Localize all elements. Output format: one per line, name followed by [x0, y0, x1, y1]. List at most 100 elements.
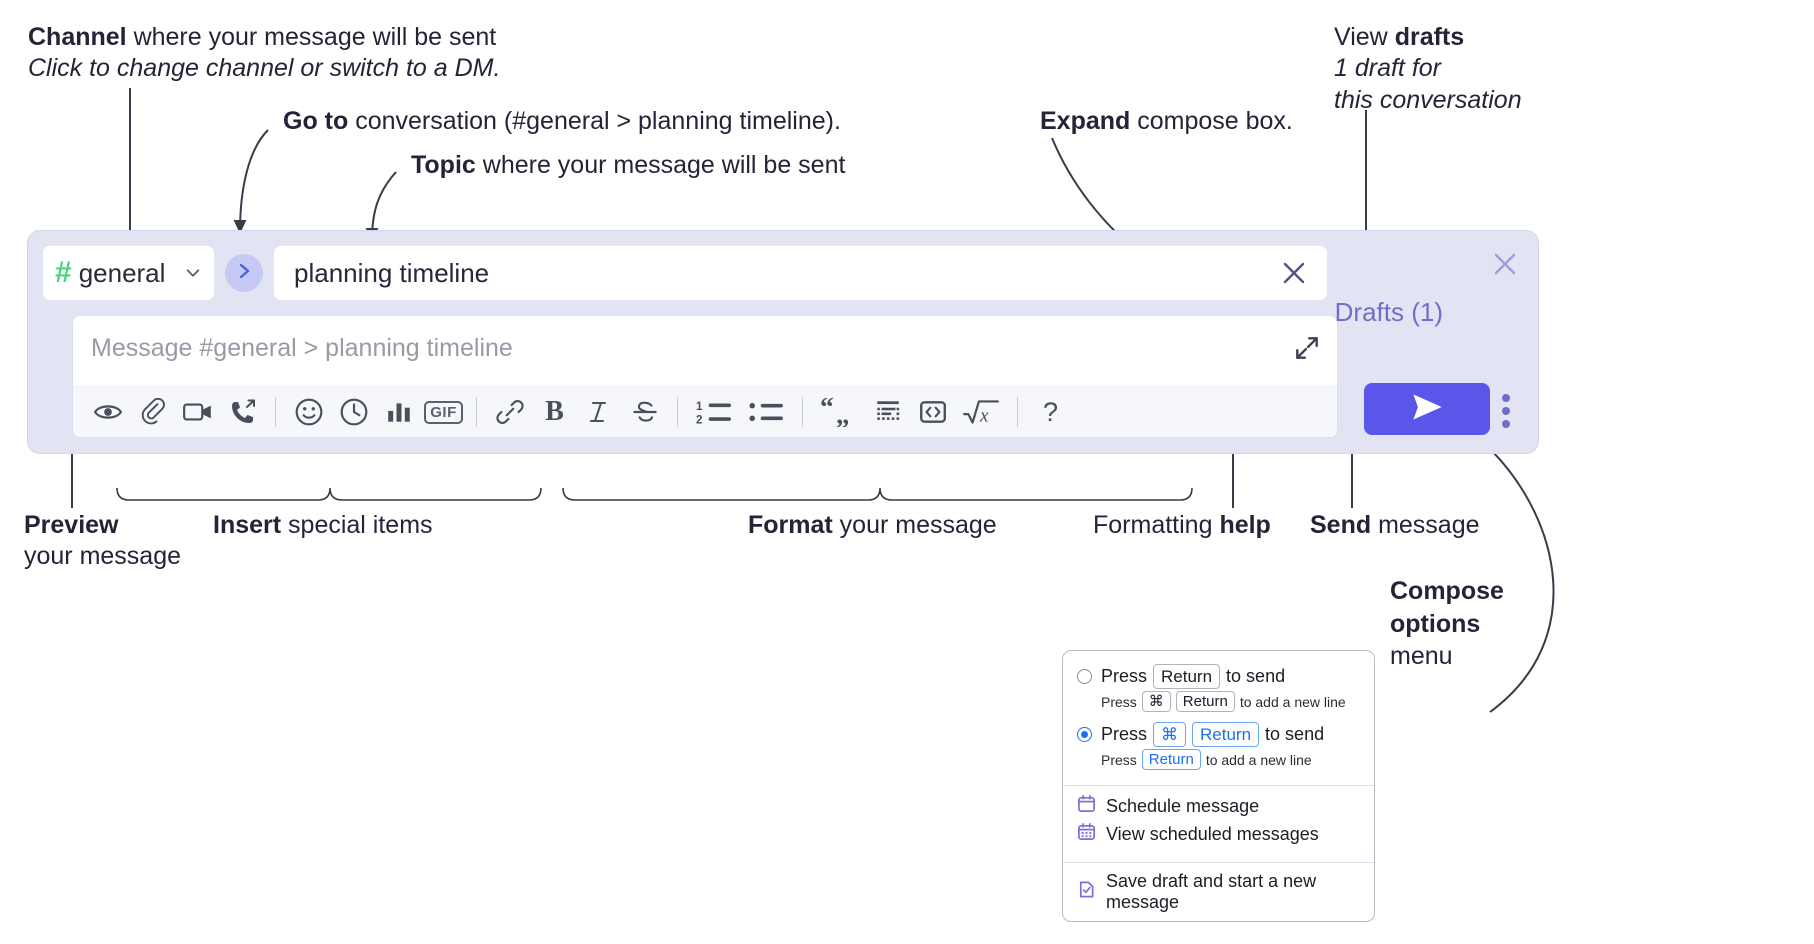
toolbar-divider [802, 397, 803, 427]
newline-label: to add a new line [1205, 751, 1312, 768]
send-option-return[interactable]: Press Return to send [1063, 661, 1374, 689]
svg-text:1: 1 [696, 400, 703, 413]
help-icon[interactable]: ? [1028, 390, 1073, 435]
annotation-send: Send message [1310, 510, 1570, 541]
annotation-drafts-sub1: 1 draft for [1334, 54, 1441, 83]
annotation-format-lead: Format [748, 511, 833, 539]
svg-text:x: x [979, 406, 989, 427]
bulleted-list-icon[interactable] [740, 390, 792, 435]
help-label: ? [1042, 396, 1059, 427]
send-icon [1407, 390, 1447, 429]
press-label: Press [1101, 751, 1137, 768]
compose-options-button[interactable] [1495, 394, 1517, 428]
compose-panel: # general planning timeline Messag [28, 231, 1538, 453]
message-input-area[interactable]: Message #general > planning timeline [73, 316, 1337, 387]
clock-icon[interactable] [331, 390, 376, 435]
panel-close-icon[interactable] [1490, 249, 1520, 279]
compose-header-row: # general planning timeline [42, 245, 1328, 301]
svg-text:“: “ [820, 397, 834, 422]
key-return: Return [1175, 691, 1235, 712]
poll-icon[interactable] [376, 390, 421, 435]
save-draft-icon [1077, 880, 1096, 904]
annotation-insert-lead: Insert [213, 511, 282, 539]
gif-icon[interactable]: GIF [421, 390, 466, 435]
annotation-topic: Topic where your message will be sent [411, 150, 1031, 181]
toolbar-divider [1017, 397, 1018, 427]
bold-icon[interactable]: B [545, 396, 564, 427]
menu-item-schedule-message[interactable]: Schedule message [1063, 786, 1374, 820]
expand-icon[interactable] [1293, 334, 1321, 362]
channel-name-label: general [78, 257, 166, 288]
key-command: ⌘ [1153, 722, 1187, 747]
send-option-return-sub: Press ⌘ Return to add a new line [1063, 689, 1374, 719]
send-option-cmd-return[interactable]: Press ⌘ Return to send [1063, 719, 1374, 747]
kebab-dot [1502, 394, 1510, 402]
annotation-goto-lead: Go to [283, 107, 349, 135]
annotation-compose-options-l1: Compose [1390, 577, 1504, 605]
annotation-format-rest: your message [832, 511, 997, 539]
code-icon[interactable] [910, 390, 955, 435]
link-icon[interactable] [487, 390, 532, 435]
annotation-preview-sub: your message [24, 542, 182, 571]
blockquote-icon[interactable]: “ „ [813, 390, 865, 435]
annotation-help-pre: Formatting [1093, 511, 1220, 539]
menu-item-save-draft[interactable]: Save draft and start a new message [1063, 863, 1374, 921]
to-send-label: to send [1226, 666, 1286, 686]
close-icon[interactable] [1279, 258, 1309, 288]
chevron-down-icon [184, 264, 202, 282]
annotation-channel-rest: where your message will be sent [126, 23, 497, 51]
code-block-icon[interactable] [865, 390, 910, 435]
annotation-channel-lead: Channel [28, 23, 127, 51]
annotation-channel-sub: Click to change channel or switch to a D… [28, 54, 501, 83]
menu-item-view-scheduled[interactable]: View scheduled messages [1063, 820, 1374, 854]
attachment-icon[interactable] [130, 390, 175, 435]
annotation-expand: Expand compose box. [1040, 106, 1460, 137]
video-icon[interactable] [175, 390, 220, 435]
annotation-help: Formatting help [1093, 510, 1343, 541]
preview-icon[interactable] [85, 390, 130, 435]
compose-options-menu: Press Return to send Press ⌘ Return to a… [1062, 650, 1375, 922]
message-box: Message #general > planning timeline [72, 315, 1338, 438]
chevron-right-icon [234, 261, 254, 286]
send-button[interactable] [1364, 383, 1490, 435]
annotation-compose-options-l2: options [1390, 609, 1481, 638]
drafts-link[interactable]: Drafts (1) [1334, 297, 1443, 327]
annotation-send-lead: Send [1310, 511, 1372, 539]
radio-cmd-return[interactable] [1077, 727, 1092, 742]
channel-selector[interactable]: # general [42, 245, 215, 301]
goto-conversation-button[interactable] [225, 254, 263, 292]
emoji-icon[interactable] [286, 390, 331, 435]
annotation-insert: Insert special items [213, 510, 533, 541]
message-input-placeholder: Message #general > planning timeline [91, 334, 513, 362]
menu-item-label: View scheduled messages [1106, 823, 1319, 844]
italic-icon[interactable] [577, 390, 622, 435]
annotation-insert-rest: special items [281, 511, 433, 539]
ordered-list-icon[interactable]: 1 2 [688, 390, 740, 435]
toolbar-divider [677, 397, 678, 427]
key-return: Return [1153, 664, 1221, 689]
svg-text:2: 2 [696, 414, 702, 426]
annotation-help-lead: help [1219, 511, 1271, 539]
annotation-topic-lead: Topic [411, 151, 476, 179]
annotation-expand-rest: compose box. [1130, 107, 1293, 135]
calendar-icon [1077, 794, 1096, 818]
math-icon[interactable]: x [955, 390, 1007, 435]
topic-field[interactable]: planning timeline [273, 245, 1328, 301]
audio-call-icon[interactable] [220, 390, 265, 435]
annotation-goto-rest: conversation (#general > planning timeli… [348, 107, 841, 135]
annotation-drafts-lead: drafts [1394, 23, 1465, 51]
strikethrough-icon[interactable] [622, 390, 667, 435]
to-send-label: to send [1265, 724, 1325, 744]
press-label: Press [1101, 666, 1148, 686]
press-label: Press [1101, 724, 1148, 744]
press-label: Press [1101, 693, 1137, 710]
kebab-dot [1502, 420, 1510, 428]
menu-divider [1063, 862, 1374, 863]
svg-text:„: „ [836, 400, 850, 427]
gif-label: GIF [424, 400, 463, 424]
menu-divider [1063, 785, 1374, 786]
radio-return[interactable] [1077, 669, 1092, 684]
kebab-dot [1502, 407, 1510, 415]
annotation-preview-lead: Preview [24, 511, 119, 539]
